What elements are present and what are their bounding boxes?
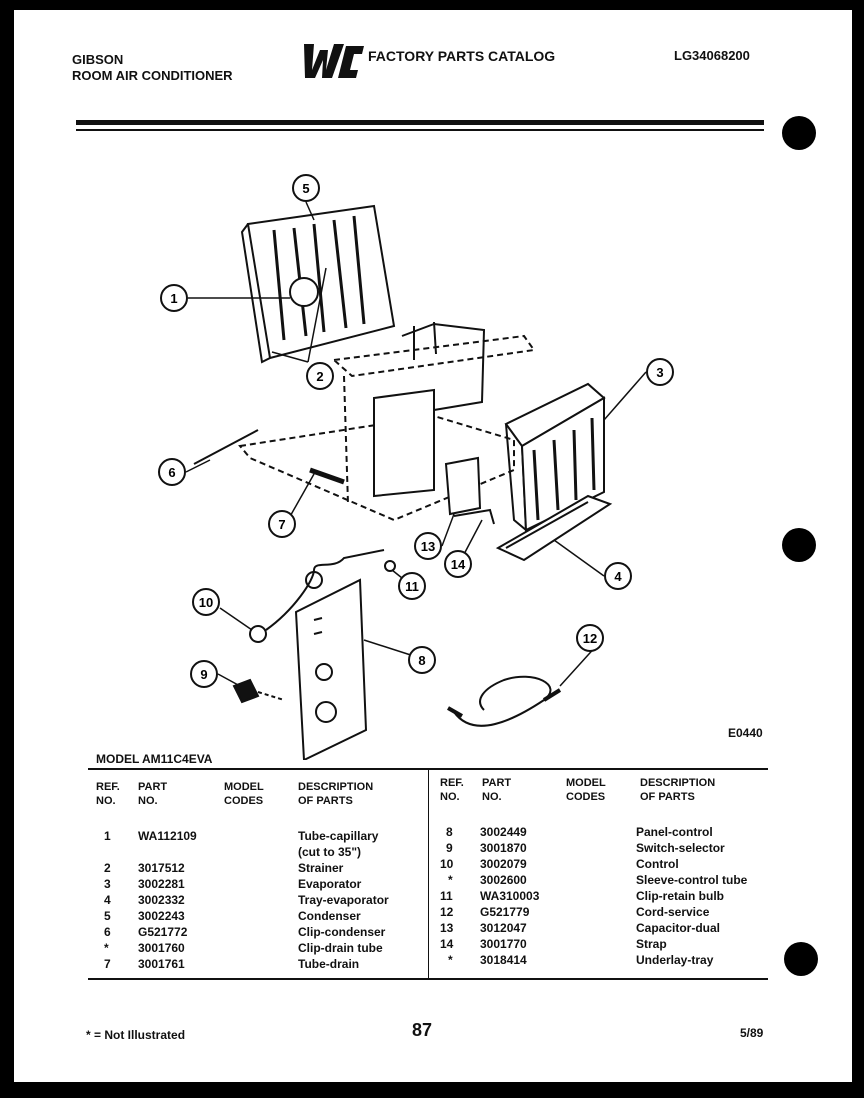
header-part-no-right: PART NO. [482,777,512,803]
callout-4: 4 [604,562,632,590]
svg-text:9: 9 [200,667,207,682]
table-column-divider [428,770,429,978]
exploded-parts-diagram: 1 2 3 4 5 6 7 8 9 10 11 12 13 14 [158,174,674,760]
catalog-code: LG34068200 [674,48,750,63]
thermostat-control [249,549,385,643]
callout-10: 10 [192,588,220,616]
chassis-base [238,334,536,522]
svg-text:2: 2 [316,369,323,384]
header-part-no-left: PART NO. [138,781,168,807]
bulb-clip [384,560,396,572]
svg-text:5: 5 [302,181,309,196]
header-brand-block: GIBSON ROOM AIR CONDITIONER [72,52,233,84]
svg-text:8: 8 [418,653,425,668]
revision-date: 5/89 [740,1026,764,1040]
svg-text:11: 11 [405,579,419,594]
selector-switch [232,678,285,704]
svg-text:12: 12 [583,631,597,646]
callout-9: 9 [190,660,218,688]
binder-hole-bottom [784,942,818,976]
callout-1: 1 [160,284,188,312]
model-rule [88,768,768,770]
header-description-left: DESCRIPTION OF PARTS [298,781,374,807]
svg-text:10: 10 [199,595,213,610]
callout-5: 5 [292,174,320,202]
condenser-coil [240,204,396,364]
header-model-codes-right: MODEL CODES [566,777,606,803]
header-model-codes-left: MODEL CODES [224,781,264,807]
svg-text:1: 1 [170,291,177,306]
svg-text:13: 13 [421,539,435,554]
table-bottom-rule [88,978,768,980]
condenser-clip [193,429,259,465]
binder-hole-middle [782,528,816,562]
callout-2: 2 [306,362,334,390]
service-cord [447,675,562,727]
brand-name: GIBSON [72,52,124,67]
header-rule-thin [76,129,764,131]
callout-3: 3 [646,358,674,386]
svg-text:6: 6 [168,465,175,480]
callout-7: 7 [268,510,296,538]
header-ref-no-right: REF. NO. [440,777,464,803]
callout-13: 13 [414,532,442,560]
header-rule [76,120,764,125]
compressor [373,321,486,498]
callout-12: 12 [576,624,604,652]
callout-11: 11 [398,572,426,600]
wci-logo [304,44,364,78]
product-name: ROOM AIR CONDITIONER [72,68,233,83]
evaporator-tray [495,494,613,562]
capacitor [444,456,495,525]
svg-text:3: 3 [656,365,663,380]
control-panel [294,578,368,760]
callout-14: 14 [444,550,472,578]
evaporator-coil [504,382,606,533]
catalog-page: GIBSON ROOM AIR CONDITIONER FACTORY PART… [14,10,852,1082]
diagram-code: E0440 [728,726,763,740]
not-illustrated-note: * = Not Illustrated [86,1028,186,1042]
binder-hole-top [782,116,816,150]
svg-text:7: 7 [278,517,285,532]
model-line: MODEL AM11C4EVA [96,752,213,766]
svg-text:4: 4 [614,569,622,584]
header-ref-no-left: REF. NO. [96,781,120,807]
page-number: 87 [412,1020,433,1040]
drain-tube [309,467,345,485]
catalog-title: FACTORY PARTS CATALOG [368,48,556,64]
callout-8: 8 [408,646,436,674]
svg-text:14: 14 [451,557,466,572]
header-description-right: DESCRIPTION OF PARTS [640,777,716,803]
callout-6: 6 [158,458,186,486]
